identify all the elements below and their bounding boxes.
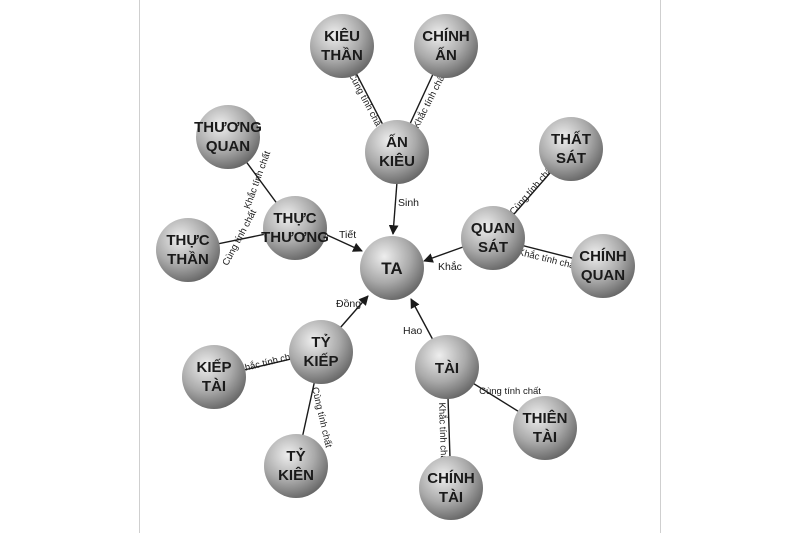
node-ty-kien-line2: KIÊN (278, 466, 314, 484)
node-that-sat-line1: THẤT (551, 131, 591, 148)
label-khac: Khắc (438, 260, 462, 273)
node-thuc-than-line1: THỰC (166, 232, 209, 249)
node-quan-sat-line1: QUAN (471, 220, 515, 237)
edge-label-thien-tai: Cùng tính chất (479, 386, 541, 397)
node-tai: TÀI (415, 335, 479, 399)
node-kiep-tai-line1: KIẾP (196, 359, 231, 376)
relation-arrows (326, 181, 464, 341)
node-chinh-quan: CHÍNH QUAN (571, 234, 635, 298)
node-thien-tai-line2: TÀI (533, 429, 557, 446)
node-an-kieu-line2: KIÊU (379, 152, 415, 170)
node-thuong-quan-line1: THƯƠNG (194, 119, 262, 136)
node-ty-kien-line1: TỶ (286, 448, 305, 465)
node-thuc-thuong-line1: THỰC (273, 210, 316, 227)
node-quan-sat: QUAN SÁT (461, 206, 525, 270)
node-thuong-quan: THƯƠNG QUAN (194, 105, 262, 169)
label-tiet: Tiết (339, 229, 356, 241)
node-chinh-tai: CHÍNH TÀI (419, 456, 483, 520)
node-chinh-an: CHÍNH ẤN (414, 14, 478, 78)
node-that-sat-line2: SÁT (556, 150, 586, 167)
label-dong: Đồng (336, 298, 361, 310)
arrow-hao (410, 298, 434, 341)
relation-labels: Sinh Khắc Tiết Đồng Hao (336, 197, 462, 337)
node-kieu-than-line2: THẦN (321, 47, 363, 64)
node-chinh-quan-line1: CHÍNH (579, 248, 627, 265)
node-thuc-than: THỰC THẦN (156, 218, 220, 282)
node-chinh-tai-line2: TÀI (439, 489, 463, 506)
node-thuc-than-line2: THẦN (167, 251, 209, 268)
node-ta-label: TA (381, 259, 402, 278)
node-kiep-tai-line2: TÀI (202, 378, 226, 395)
node-chinh-quan-line2: QUAN (581, 267, 625, 284)
node-thuc-thuong: THỰC THƯƠNG (261, 196, 329, 260)
node-an-kieu-line1: ẤN (386, 134, 408, 151)
node-thuong-quan-line2: QUAN (206, 138, 250, 155)
arrow-dong (339, 295, 369, 329)
arrow-sinh (388, 181, 399, 235)
node-kieu-than: KIÊU THẦN (310, 14, 374, 78)
node-ta: TA (360, 236, 424, 300)
node-ty-kiep-line2: KIẾP (303, 353, 338, 370)
node-kieu-than-line1: KIÊU (324, 27, 360, 45)
edge-label-chinh-tai: Khắc tính chất (436, 402, 449, 463)
node-chinh-tai-line1: CHÍNH (427, 470, 475, 487)
node-thien-tai-line1: THIÊN (523, 409, 568, 427)
edge-label-chinh-quan: Khắc tính chất (517, 247, 579, 272)
edge-label-thuc-than: Cùng tính chất (220, 208, 259, 268)
node-an-kieu: ẤN KIÊU (365, 120, 429, 184)
arrow-tiet (326, 234, 363, 252)
edge-label-kieu-than: Cùng tính chất (346, 71, 385, 131)
node-chinh-an-line2: ẤN (435, 47, 457, 64)
arrow-khac (423, 246, 464, 263)
node-thuc-thuong-line2: THƯƠNG (261, 229, 329, 246)
nodes: TA ẤN KIÊU QUAN SÁT THỰC THƯƠNG TỶ K (156, 14, 635, 520)
node-chinh-an-line1: CHÍNH (422, 28, 470, 45)
node-ty-kiep-line1: TỶ (311, 334, 330, 351)
node-ty-kien: TỶ KIÊN (264, 434, 328, 498)
label-hao: Hao (403, 325, 422, 337)
node-tai-label: TÀI (435, 360, 459, 377)
node-that-sat: THẤT SÁT (539, 117, 603, 181)
node-ty-kiep: TỶ KIẾP (289, 320, 353, 384)
node-quan-sat-line2: SÁT (478, 239, 508, 256)
label-sinh: Sinh (398, 197, 419, 209)
node-kiep-tai: KIẾP TÀI (182, 345, 246, 409)
node-thien-tai: THIÊN TÀI (513, 396, 577, 460)
